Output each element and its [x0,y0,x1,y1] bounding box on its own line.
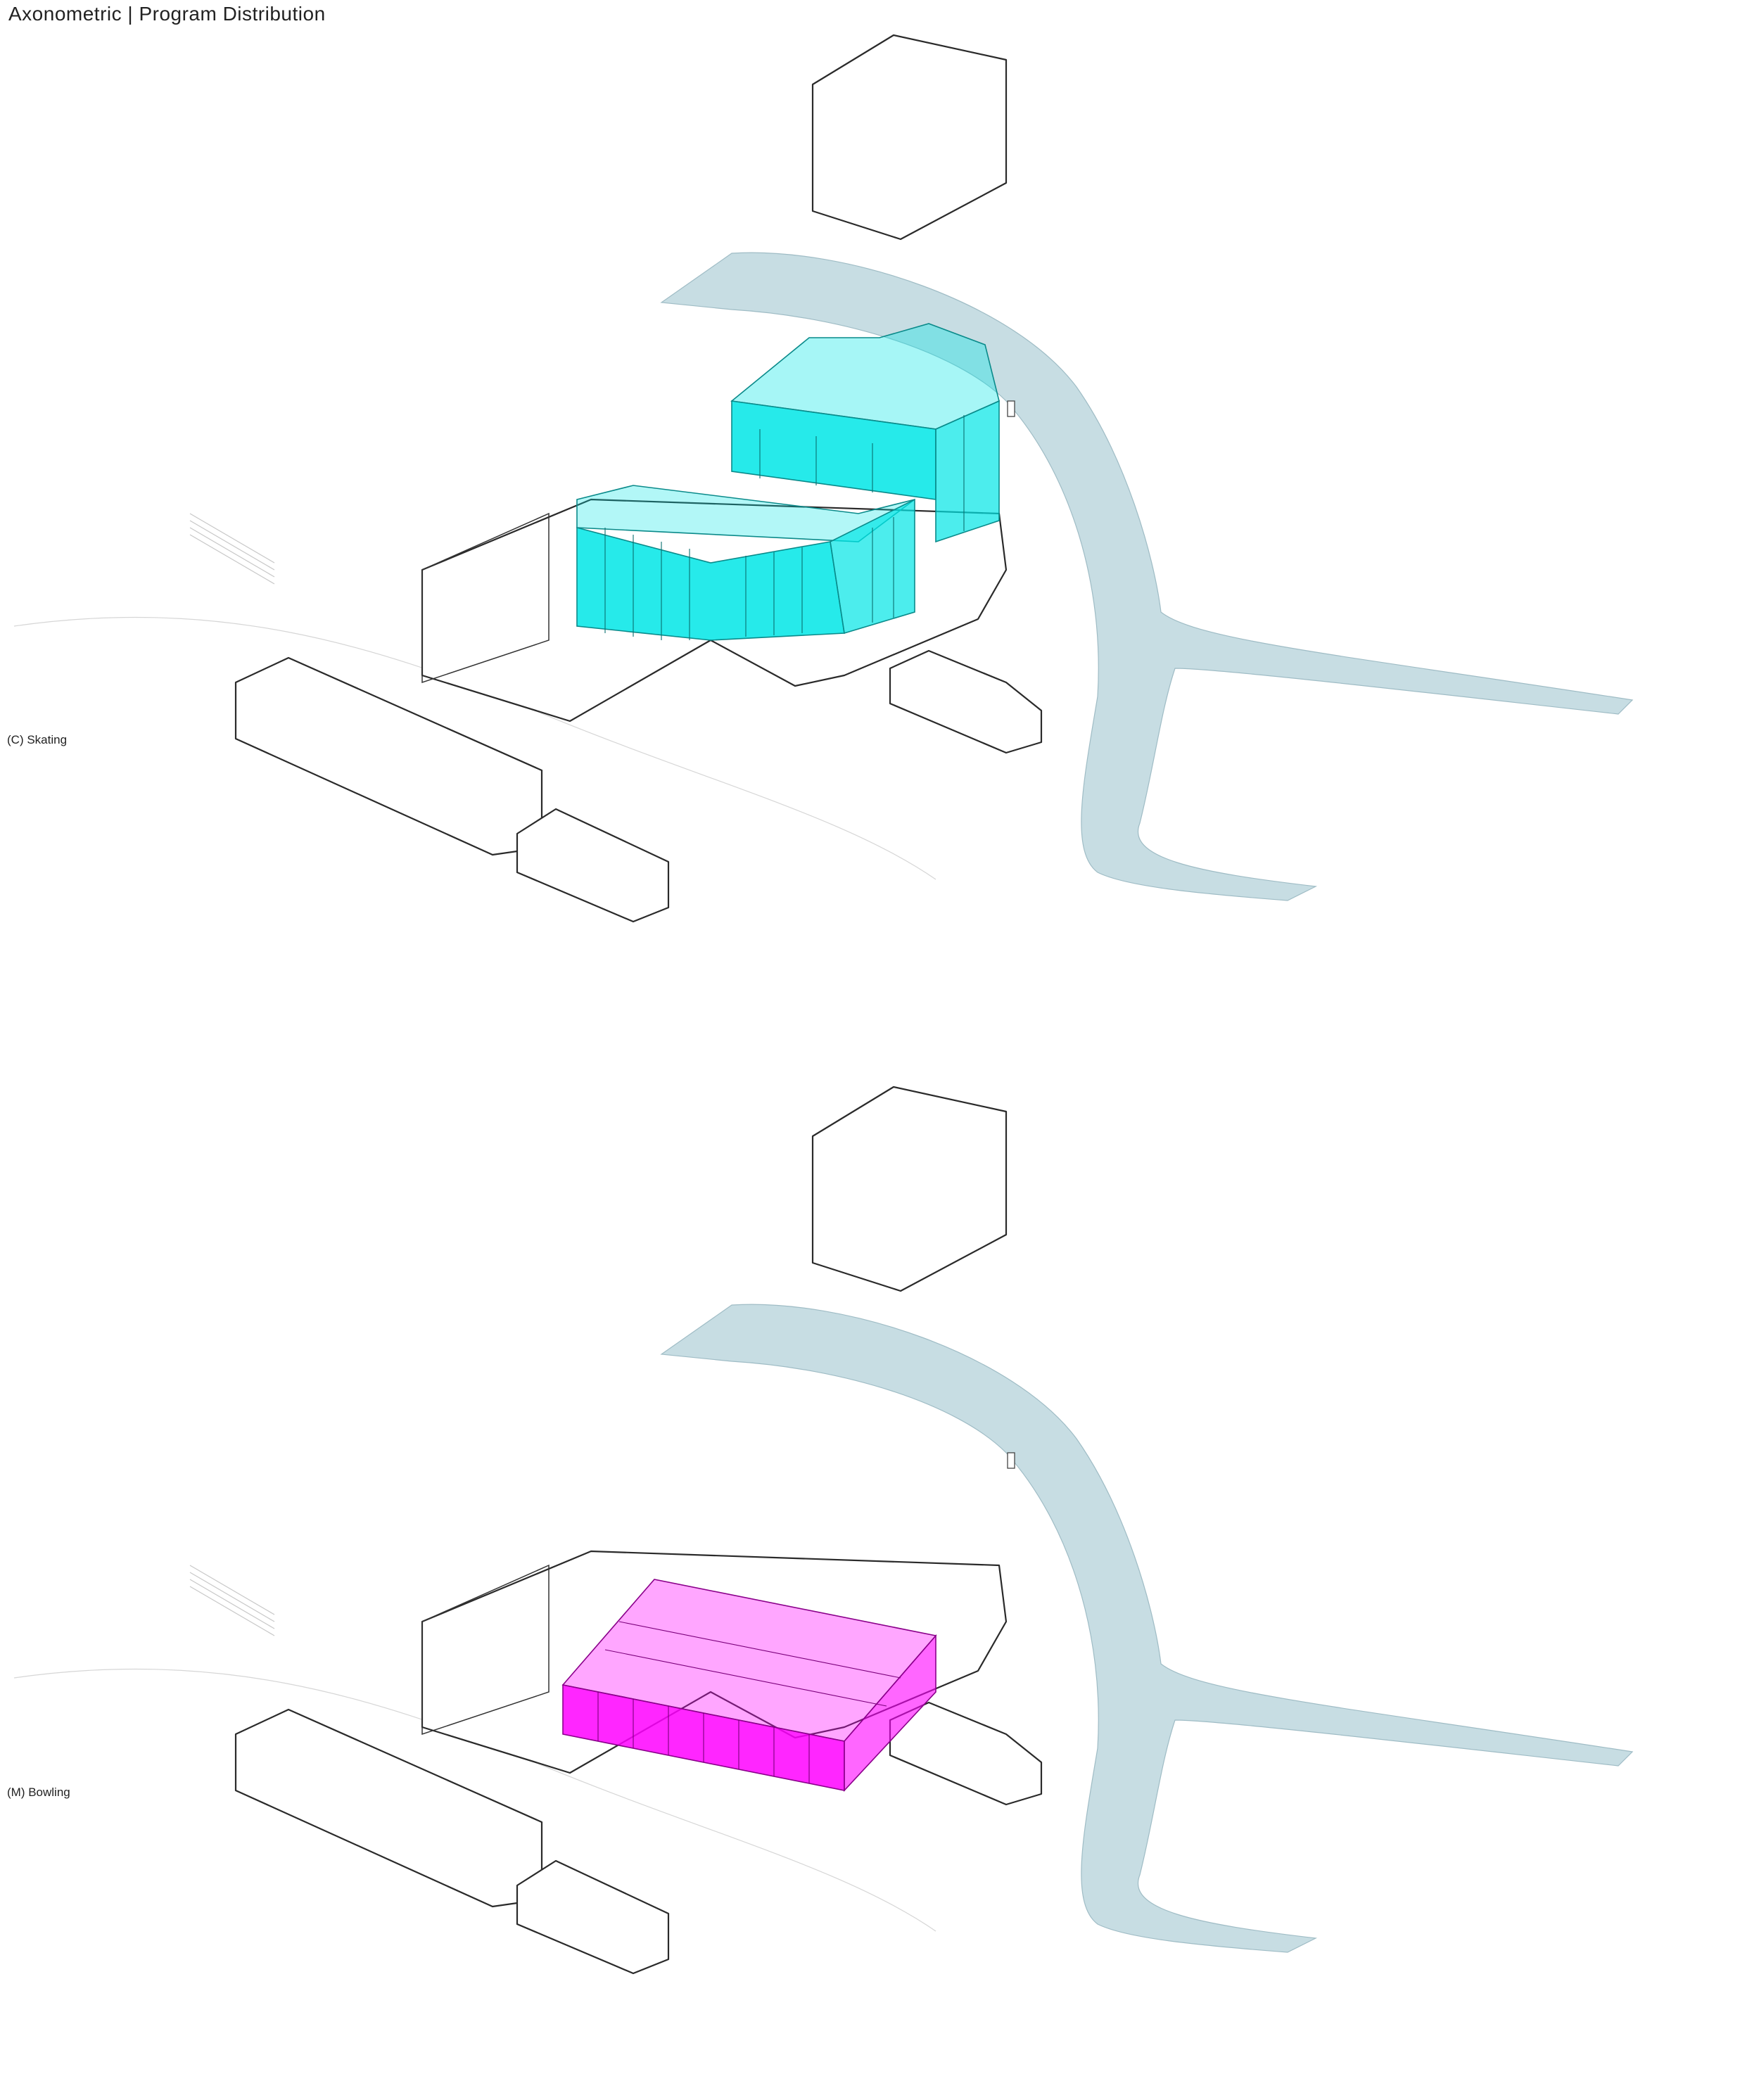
glazed-volumes [421,1564,550,1736]
program-highlight [576,323,1000,641]
small-houses [516,1859,670,1975]
skating-upper-side [935,400,1000,543]
cluster-buildings [889,649,1043,754]
trees [1007,400,1015,417]
river [660,1304,1634,1953]
tower-building [811,34,1008,241]
bowling-side [844,1634,936,1793]
axonometric-skating [13,34,1634,923]
cluster-buildings [889,1701,1043,1806]
skating-mullions [604,415,965,640]
program-highlight [561,1579,937,1793]
bowling-mullions [597,1621,901,1783]
slab-building [189,1565,275,1636]
glazed-volumes [421,512,550,684]
river [660,252,1634,901]
panel-label-bowling: (M) Bowling [7,1786,70,1799]
small-houses [516,808,670,923]
panel-label-skating: (C) Skating [7,733,68,746]
trees [1007,1452,1015,1469]
page-title: Axonometric | Program Distribution [8,3,326,25]
slab-building [189,513,275,585]
axonometric-bowling [13,1086,1634,1975]
tower-building [811,1086,1008,1292]
